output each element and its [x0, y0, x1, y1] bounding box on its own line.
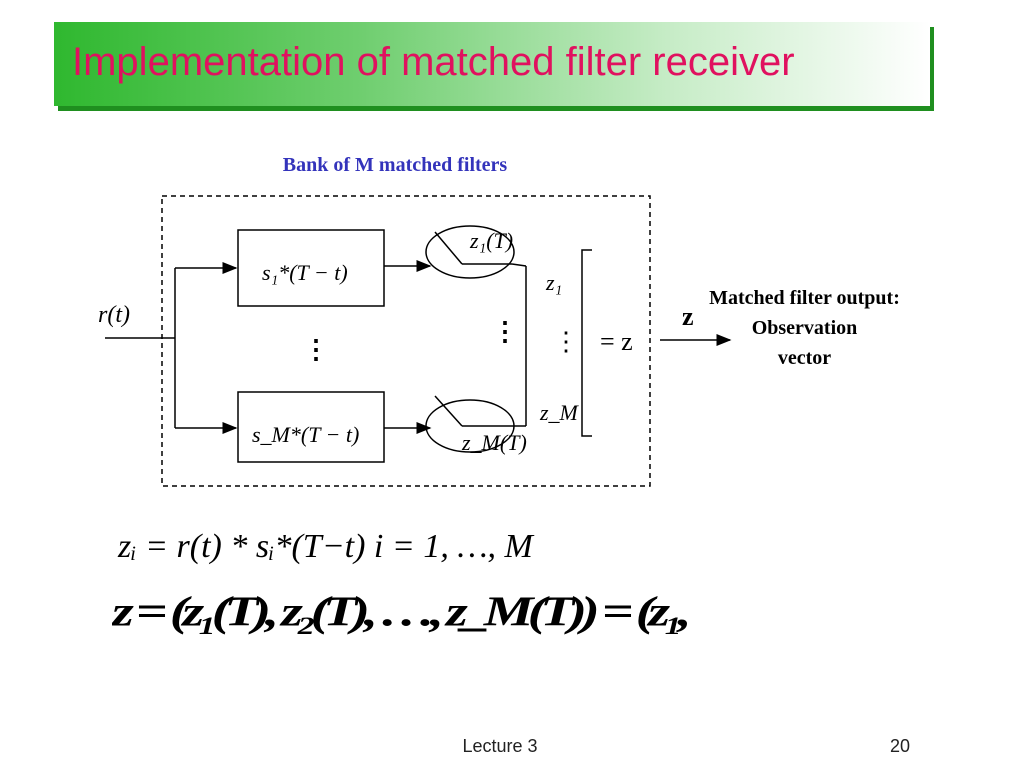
output-title: Matched filter output:: [709, 287, 900, 309]
vector-bracket: [581, 249, 592, 437]
output-line3: vector: [777, 347, 832, 369]
filter-box-1: [237, 229, 385, 307]
vector-bottom-label: z_M: [539, 400, 580, 425]
bank-label: Bank of M matched filters: [282, 154, 508, 176]
input-label: r(t): [98, 302, 130, 328]
sampler-1: [425, 225, 515, 279]
output-line2: Observation: [751, 317, 858, 339]
title-bar: Implementation of matched filter receive…: [54, 22, 930, 106]
footer-page-number: 20: [890, 736, 911, 756]
slide-title: Implementation of matched filter receive…: [72, 40, 795, 84]
output-label: Matched filter output: Observation vecto…: [672, 283, 937, 373]
equation-2: z = (z₁(T), z₂(T), …, z_M(T)) = (z₁, z₂,…: [112, 588, 692, 636]
equation-1: zᵢ = r(t) * sᵢ*(T−t) i = 1, …, M: [118, 528, 533, 565]
bank-dashed-box: [161, 195, 651, 487]
sample-1-label: z₁(T): [469, 228, 513, 253]
sampler-switch-m: [434, 395, 463, 427]
vector-dots: ⋮: [553, 327, 579, 356]
filter-1-label: s₁*(T − t): [262, 260, 348, 285]
footer-lecture: Lecture 3: [462, 736, 538, 756]
sampler-dots: ⋮: [492, 317, 518, 346]
vector-top-label: z₁: [545, 270, 562, 295]
filter-dots: ⋮: [303, 335, 329, 364]
filter-m-label: s_M*(T − t): [252, 422, 359, 447]
filter-box-m: [237, 391, 385, 463]
sample-m-label: z_M(T): [461, 430, 527, 455]
equals-z-label: = z: [600, 327, 633, 356]
sampler-switch-1: [434, 231, 463, 265]
output-z: z: [682, 302, 694, 331]
